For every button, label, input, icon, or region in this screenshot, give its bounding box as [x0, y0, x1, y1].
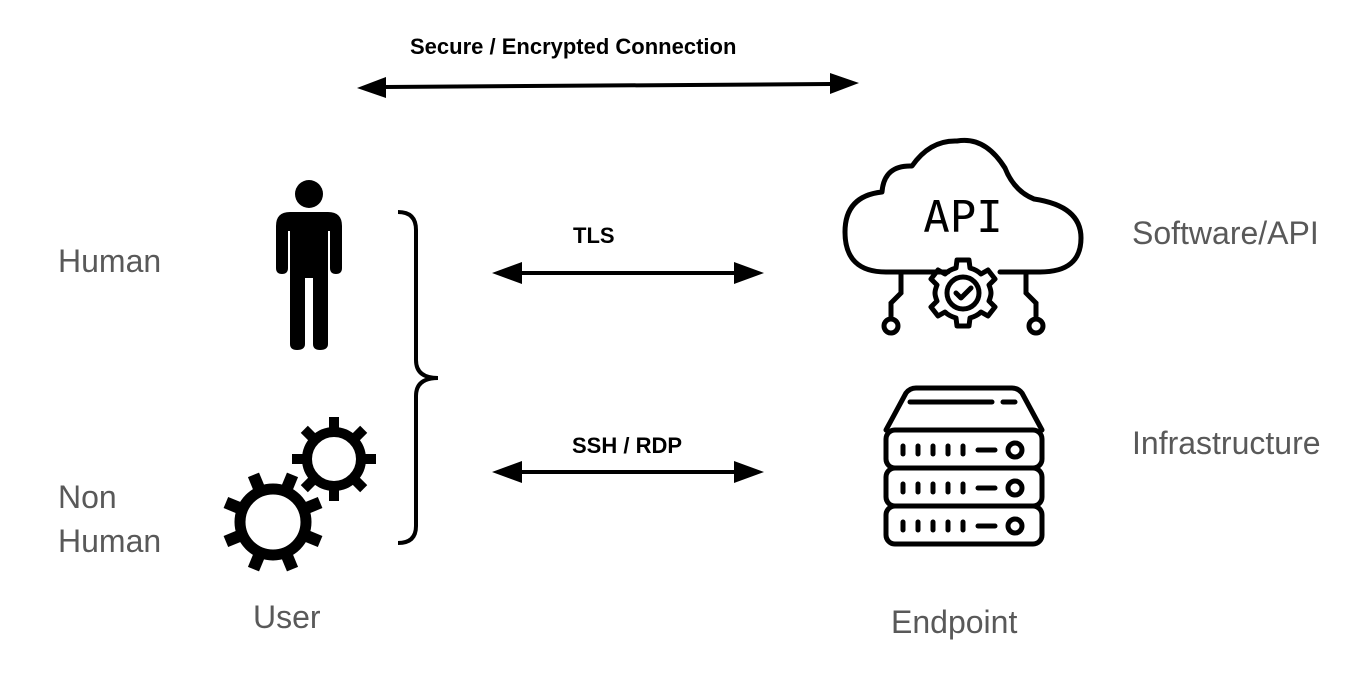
non-human-label-line2: Human [58, 523, 162, 559]
api-text: API [923, 192, 1002, 243]
ssh-rdp-label: SSH / RDP [572, 433, 683, 458]
infrastructure-label: Infrastructure [1132, 425, 1321, 461]
endpoint-title: Endpoint [891, 604, 1018, 640]
tls-label: TLS [573, 223, 615, 248]
user-title: User [253, 599, 321, 635]
secure-connection-label: Secure / Encrypted Connection [410, 34, 737, 59]
human-label: Human [58, 243, 162, 279]
software-api-label: Software/API [1132, 215, 1319, 251]
non-human-label-line1: Non [58, 479, 117, 515]
